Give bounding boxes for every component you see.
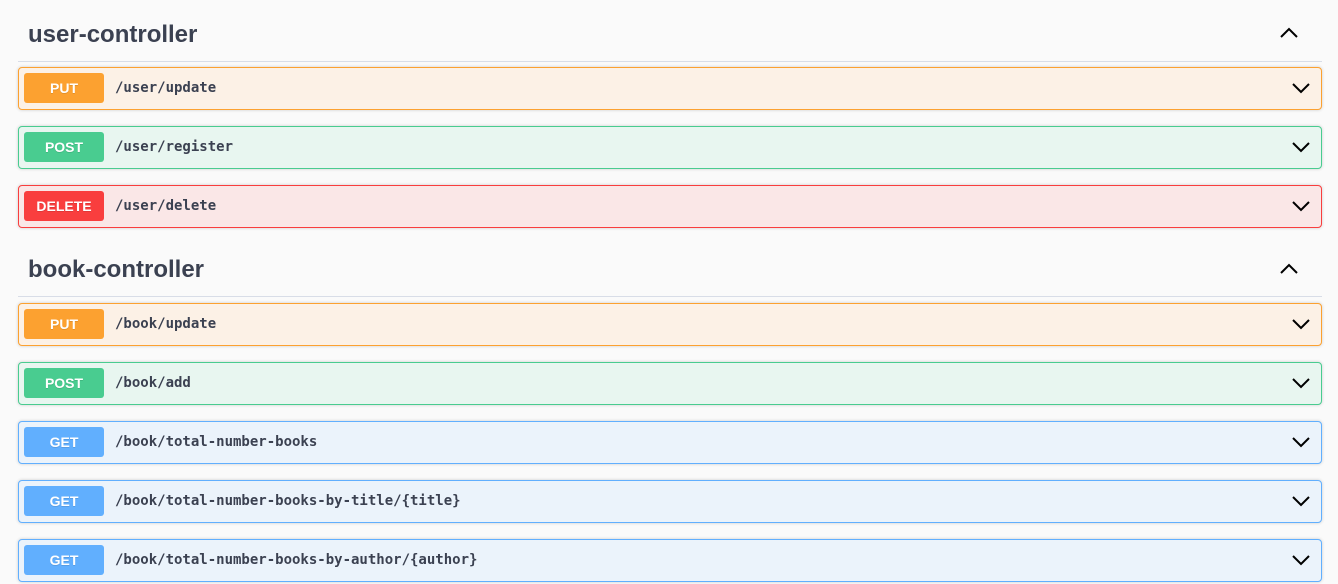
chevron-down-icon[interactable] — [1291, 550, 1311, 570]
operation-put-user-update[interactable]: PUT /user/update — [18, 67, 1322, 110]
method-badge: GET — [24, 427, 104, 457]
method-badge: PUT — [24, 309, 104, 339]
tag-header-book-controller[interactable]: book-controller — [18, 236, 1322, 297]
chevron-up-icon[interactable] — [1278, 22, 1300, 44]
operation-post-book-add[interactable]: POST /book/add — [18, 362, 1322, 405]
endpoint-path: /book/total-number-books-by-author/{auth… — [115, 552, 478, 568]
endpoint-path: /user/update — [115, 80, 217, 96]
method-badge: PUT — [24, 73, 104, 103]
method-badge: POST — [24, 368, 104, 398]
chevron-down-icon[interactable] — [1291, 432, 1311, 452]
chevron-down-icon[interactable] — [1291, 373, 1311, 393]
operation-get-total-number-books-by-author[interactable]: GET /book/total-number-books-by-author/{… — [18, 539, 1322, 582]
tag-header-user-controller[interactable]: user-controller — [18, 0, 1322, 62]
endpoint-path: /user/delete — [115, 198, 217, 214]
chevron-down-icon[interactable] — [1291, 78, 1311, 98]
method-badge: POST — [24, 132, 104, 162]
chevron-down-icon[interactable] — [1291, 196, 1311, 216]
chevron-up-icon[interactable] — [1278, 258, 1300, 280]
operation-get-total-number-books[interactable]: GET /book/total-number-books — [18, 421, 1322, 464]
endpoint-path: /book/total-number-books-by-title/{title… — [115, 493, 461, 509]
tag-section-user-controller: user-controller PUT /user/update POST /u… — [18, 0, 1322, 228]
method-badge: DELETE — [24, 191, 104, 221]
endpoint-path: /book/add — [115, 375, 191, 391]
tag-title: user-controller — [28, 21, 198, 48]
endpoint-path: /user/register — [115, 139, 234, 155]
chevron-down-icon[interactable] — [1291, 314, 1311, 334]
tag-title: book-controller — [28, 256, 205, 283]
method-badge: GET — [24, 545, 104, 575]
operation-post-user-register[interactable]: POST /user/register — [18, 126, 1322, 169]
tag-section-book-controller: book-controller PUT /book/update POST /b… — [18, 236, 1322, 582]
operation-put-book-update[interactable]: PUT /book/update — [18, 303, 1322, 346]
operation-delete-user-delete[interactable]: DELETE /user/delete — [18, 185, 1322, 228]
chevron-down-icon[interactable] — [1291, 137, 1311, 157]
method-badge: GET — [24, 486, 104, 516]
chevron-down-icon[interactable] — [1291, 491, 1311, 511]
endpoint-path: /book/update — [115, 316, 217, 332]
endpoint-path: /book/total-number-books — [115, 434, 318, 450]
operation-get-total-number-books-by-title[interactable]: GET /book/total-number-books-by-title/{t… — [18, 480, 1322, 523]
